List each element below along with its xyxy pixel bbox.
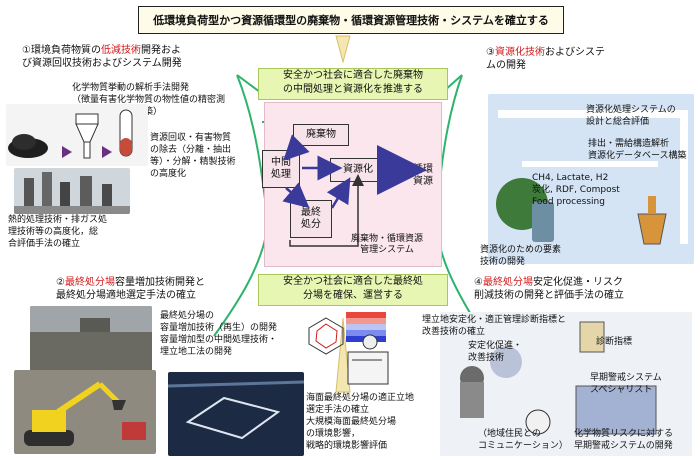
section-4-note-communication: （地域住民との コミュニケーション） [478,429,568,451]
flow-arrows [282,134,427,247]
section-1-note-thermal: 熱的処理技術・排ガス処 理技術等の高度化，総 合評価手法の確立 [8,215,108,249]
section-3-note-products: CH4, Lactate, H2 炭化, RDF, Compost Food p… [532,173,620,207]
main-title: 低環境負荷型かつ資源循環型の廃棄物・循環資源管理技術・システムを確立する [138,6,564,34]
section-4-note-indicators: 診断指標 [596,337,633,347]
section-2-title: ②最終処分場容量増加技術開発と 最終処分場適地選定手法の確立 [56,277,205,301]
section-4-note-early-warning-specialist: 早期警戒システム スペシャリスト [590,373,662,395]
radar-chart-icon [306,316,346,356]
goal-bottom: 安全かつ社会に適合した最終処 分場を確保、運営する [258,274,448,306]
lab-illustration [6,104,148,166]
resource-process-illustration [488,94,694,264]
engineer-illustration [342,332,390,388]
section-4-note-early-warning-system: 化学物質リスクに対する 早期警戒システムの開発 [574,429,674,451]
section-3-note-database: 排出・需給構造解析 資源化データベース構築 [588,139,687,161]
section-2-note-capacity: 最終処分場の 容量増加技術（再生）の開発 容量増加型の中間処理技術・ 埋立地工法… [160,311,278,357]
section-2-note-siting: 海面最終処分場の適正立地 選定手法の確立 大規模海面最終処分場 の環境影響， 戦… [306,393,415,451]
incinerator-photo [14,168,130,214]
offshore-landfill-photo [168,372,304,456]
section-4-title: ④最終処分場安定化促進・リスク 削減技術の開発と評価手法の確立 [474,277,624,301]
section-3-note-design: 資源化処理システムの 設計と総合評価 [586,105,676,127]
section-4-note-diagnosis: 埋立地安定化・適正管理診断指標と 改善技術の確立 [422,315,567,337]
section-4-note-stabilization: 安定化促進・ 改善技術 [468,341,523,363]
goal-top: 安全かつ社会に適合した廃棄物 の中間処理と資源化を推進する [258,68,448,100]
system-label: 廃棄物・循環資源 管理システム [350,234,423,255]
section-1-note-recovery: 資源回収・有害物質 の除去（分離・抽出 等）・分解・精製技術 の高度化 [150,133,236,179]
excavator-illustration [14,370,156,454]
section-3-title: ③資源化技術およびシステ ムの開発 [486,47,605,71]
section-3-note-element-tech: 資源化のための要素 技術の開発 [480,245,562,267]
risk-management-illustration [440,312,692,456]
section-1-title: ①環境負荷物質の低減技術開発およ び資源回収技術およびシステム開発 [22,45,182,69]
